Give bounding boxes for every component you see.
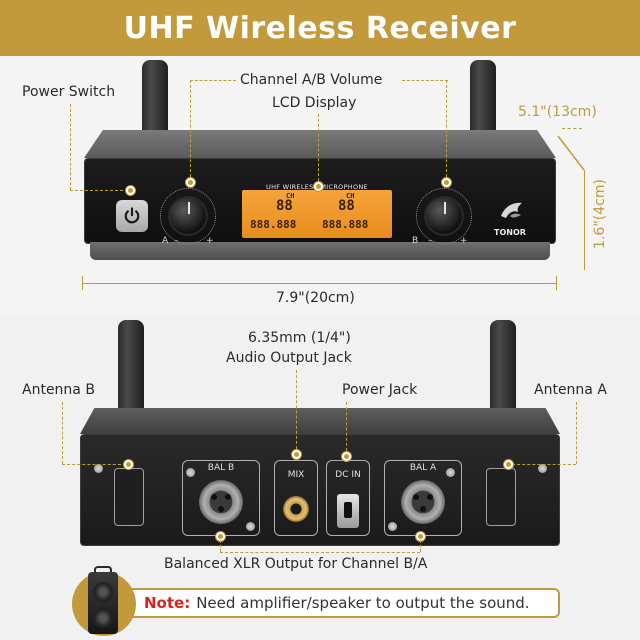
bal-b-screw-top	[186, 468, 195, 477]
power-jack[interactable]	[337, 494, 359, 528]
knob-b-scale	[416, 188, 472, 244]
page-title: UHF Wireless Receiver	[123, 10, 517, 46]
antenna-a-mount	[486, 468, 516, 526]
power-switch-marker	[126, 186, 135, 195]
knob-b-label: B	[412, 236, 419, 246]
audio-output-jack[interactable]	[283, 496, 309, 522]
power-icon	[124, 207, 140, 224]
lcd-ch-label-a: CH	[286, 192, 295, 200]
power-button[interactable]	[116, 200, 148, 232]
volume-callout: Channel A/B Volume	[240, 72, 383, 88]
audio-jack-marker	[292, 450, 301, 459]
lcd-marker	[314, 182, 323, 191]
note-text: Need amplifier/speaker to output the sou…	[196, 594, 530, 612]
speaker-handle	[94, 566, 112, 574]
depth-dimension: 5.1"(13cm)	[518, 104, 597, 120]
mix-label: MIX	[287, 470, 305, 480]
volume-leader-h2	[402, 80, 448, 81]
receiver-rear-panel	[80, 434, 560, 546]
knob-b-minus: –	[428, 236, 433, 246]
power-jack-callout: Power Jack	[342, 382, 418, 398]
audio-jack-callout-line1: 6.35mm (1/4")	[248, 330, 351, 346]
receiver-base	[90, 242, 550, 260]
antenna-a-marker	[504, 460, 513, 469]
receiver-top-surface	[84, 130, 556, 158]
xlr-a-leader	[420, 540, 421, 552]
power-jack-leader	[346, 402, 347, 456]
lcd-display: CH 88 CH 88 888.888 888.888	[242, 190, 392, 238]
receiver-rear-top	[80, 408, 560, 434]
bal-a-screw-top	[446, 468, 455, 477]
lcd-frequency-a: 888.888	[250, 218, 297, 231]
receiver-rear	[80, 408, 560, 548]
shark-logo-icon	[501, 202, 522, 218]
lcd-callout: LCD Display	[272, 95, 357, 111]
volume-knob-b[interactable]	[424, 196, 464, 236]
dc-in-label: DC IN	[335, 470, 361, 480]
bal-b-label: BAL B	[207, 463, 235, 473]
width-leader	[82, 283, 556, 284]
knob-a-minus: –	[174, 236, 179, 246]
note-label: Note:	[144, 594, 191, 612]
lcd-leader	[318, 114, 319, 186]
power-jack-marker	[342, 452, 351, 461]
power-switch-leader-h	[70, 190, 128, 191]
antenna-b-leader-h	[62, 464, 126, 465]
bal-a-label: BAL A	[409, 463, 437, 473]
audio-jack-callout-line2: Audio Output Jack	[226, 350, 352, 366]
brand-logo	[498, 198, 526, 228]
xlr-b-leader	[220, 540, 221, 552]
antenna-b-callout: Antenna B	[22, 382, 95, 398]
mix-panel	[274, 460, 318, 536]
width-leader-right	[556, 276, 557, 290]
bal-a-screw-bottom	[388, 522, 397, 531]
power-switch-callout: Power Switch	[22, 84, 116, 100]
xlr-callout: Balanced XLR Output for Channel B/A	[164, 556, 428, 572]
bal-b-screw-bottom	[246, 522, 255, 531]
knob-a-scale	[160, 188, 216, 244]
brand-name: TONOR	[494, 228, 526, 237]
volume-a-marker	[186, 178, 195, 187]
screw-left	[94, 464, 103, 473]
volume-leader-h	[190, 80, 236, 81]
antenna-a-leader-h	[512, 464, 576, 465]
height-dimension: 1.6"(4cm)	[592, 179, 608, 249]
xlr-output-b[interactable]	[199, 480, 243, 524]
antenna-b-marker	[124, 460, 133, 469]
volume-leader-b	[446, 80, 447, 182]
note-banner: Note: Need amplifier/speaker to output t…	[78, 588, 560, 618]
depth-bracket	[557, 135, 585, 171]
antenna-a-callout: Antenna A	[534, 382, 607, 398]
speaker-icon	[88, 572, 118, 634]
width-leader-left	[82, 276, 83, 290]
screw-right	[538, 464, 547, 473]
power-switch-leader-v	[70, 104, 71, 190]
xlr-leader-h	[220, 552, 420, 553]
title-banner: UHF Wireless Receiver	[0, 0, 640, 56]
lcd-channel-a: 88	[276, 198, 293, 214]
antenna-b-mount	[114, 468, 144, 526]
antenna-b-leader-v	[62, 402, 63, 464]
volume-b-marker	[442, 178, 451, 187]
knob-a-plus: +	[206, 236, 214, 246]
lcd-frequency-b: 888.888	[322, 218, 369, 231]
knob-b-plus: +	[460, 236, 468, 246]
height-leader	[584, 170, 585, 270]
width-dimension: 7.9"(20cm)	[276, 290, 355, 306]
volume-knob-a[interactable]	[168, 196, 208, 236]
knob-a-label: A	[162, 236, 169, 246]
lcd-ch-label-b: CH	[346, 192, 355, 200]
depth-leader-top	[562, 128, 582, 129]
audio-jack-leader	[296, 370, 297, 454]
antenna-a-leader-v	[576, 402, 577, 464]
xlr-output-a[interactable]	[401, 480, 445, 524]
volume-leader-a	[190, 80, 191, 182]
lcd-channel-b: 88	[338, 198, 355, 214]
